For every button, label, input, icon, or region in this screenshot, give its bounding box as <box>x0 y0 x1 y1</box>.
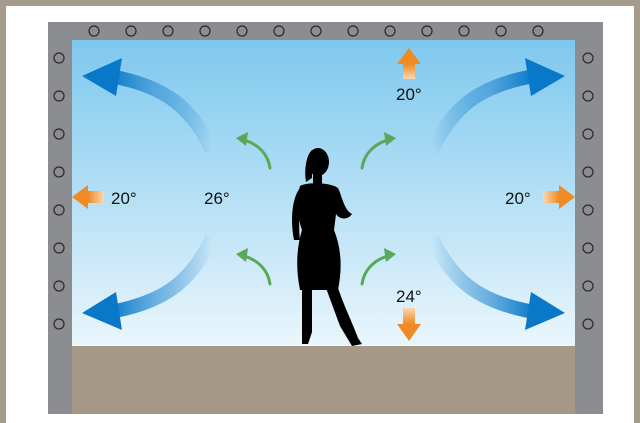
rivet-icon <box>125 25 137 37</box>
heat-arrow-top <box>397 48 421 79</box>
orange-heat-arrow-icon <box>397 324 421 341</box>
rivet-icon <box>273 25 285 37</box>
green-arrows <box>236 132 396 286</box>
heat-arrow-bottom <box>397 308 421 341</box>
rivet-icon <box>458 25 470 37</box>
rivet-icon <box>53 204 65 216</box>
curved-airflow-arrow-icon <box>425 69 536 154</box>
orange-heat-arrow-icon <box>559 185 575 209</box>
rivet-icon <box>53 166 65 178</box>
orange-heat-arrow-icon <box>72 185 88 209</box>
airflow-arrow-bottom-left <box>82 234 219 330</box>
rivet-icon <box>236 25 248 37</box>
rivet-column-left <box>53 52 65 330</box>
curved-green-arrow-icon <box>360 254 390 286</box>
rivet-icon <box>495 25 507 37</box>
curved-green-arrow-icon <box>242 254 272 286</box>
rivet-icon <box>53 280 65 292</box>
rivet-icon <box>162 25 174 37</box>
rivet-icon <box>88 25 100 37</box>
temperature-right: 20° <box>505 189 531 208</box>
arrowhead-icon <box>82 292 122 330</box>
rivet-icon <box>347 25 359 37</box>
rivet-icon <box>53 128 65 140</box>
rivet-icon <box>582 318 594 330</box>
woman-silhouette-icon <box>292 148 362 346</box>
rivet-icon <box>582 204 594 216</box>
arrowhead-icon <box>525 292 565 330</box>
airflow-arrow-top-right <box>425 58 565 154</box>
green-arrow-lower-right <box>360 248 396 286</box>
rivet-icon <box>421 25 433 37</box>
temperature-bottom: 24° <box>396 287 422 306</box>
rivet-icon <box>53 318 65 330</box>
orange-heat-arrow-icon <box>397 48 421 64</box>
rivet-icon <box>582 242 594 254</box>
curved-airflow-arrow-icon <box>108 234 219 319</box>
rivet-icon <box>53 90 65 102</box>
heat-arrow-left <box>72 185 104 209</box>
rivet-icon <box>582 166 594 178</box>
arrowhead-icon <box>525 58 565 96</box>
rivet-icon <box>384 25 396 37</box>
rivet-icon <box>310 25 322 37</box>
airflow-arrow-bottom-right <box>425 234 565 330</box>
rivet-row-top <box>88 25 544 37</box>
temperature-left: 20° <box>111 189 137 208</box>
floor <box>72 346 575 414</box>
airflow-arrow-top-left <box>82 58 219 154</box>
curved-green-arrow-icon <box>242 138 272 170</box>
green-arrow-upper-left <box>236 132 272 170</box>
curved-green-arrow-icon <box>360 138 390 170</box>
rivet-icon <box>582 90 594 102</box>
rivet-icon <box>582 52 594 64</box>
rivet-icon <box>582 128 594 140</box>
heat-arrow-right <box>543 185 575 209</box>
temperature-top: 20° <box>396 85 422 104</box>
rivet-icon <box>199 25 211 37</box>
rivet-icon <box>53 52 65 64</box>
arrowhead-icon <box>82 58 122 96</box>
rivet-column-right <box>582 52 594 330</box>
curved-airflow-arrow-icon <box>425 234 536 319</box>
green-arrow-lower-left <box>236 248 272 286</box>
rivet-icon <box>582 280 594 292</box>
green-arrow-upper-right <box>360 132 396 170</box>
curved-airflow-arrow-icon <box>108 69 219 154</box>
temperature-center: 26° <box>204 189 230 208</box>
rivet-icon <box>532 25 544 37</box>
rivet-icon <box>53 242 65 254</box>
